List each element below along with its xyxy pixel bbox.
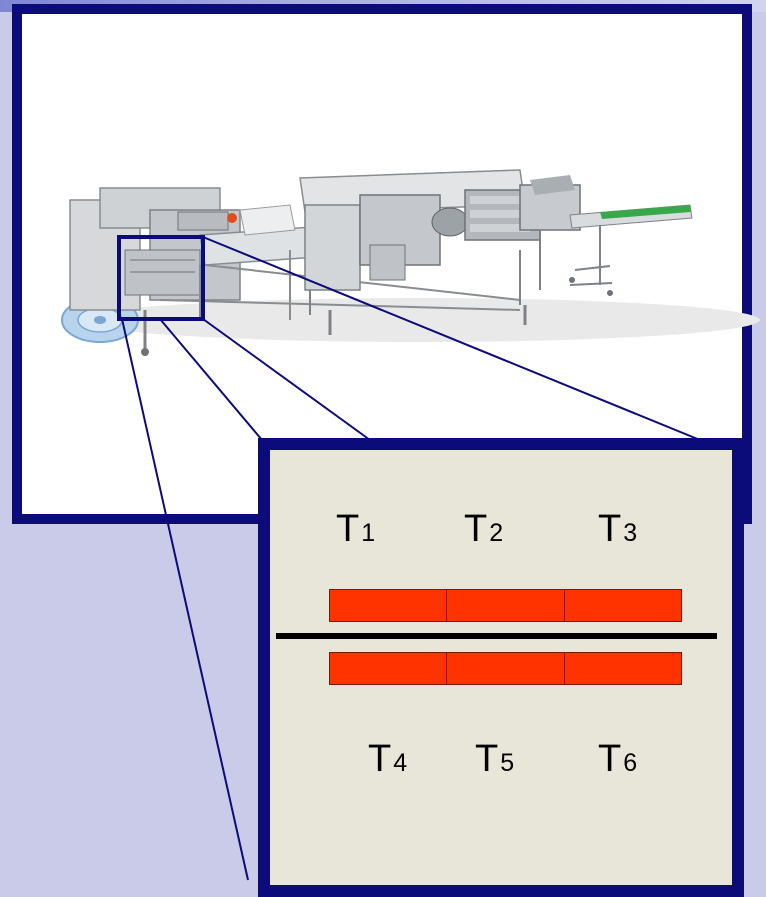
floor-shadow [80,298,760,342]
heater-label-t1: T1 [336,508,376,550]
lower-heater-bar [329,652,682,685]
heater-label-t2: T2 [464,508,504,550]
heater-segment-t6 [564,653,681,684]
callout-lines [121,236,701,881]
heater-segment-t4 [330,653,448,684]
heater-segment-t1 [330,590,448,621]
heater-label-t6: T6 [598,738,638,780]
film-web-line [276,633,717,639]
heater-label-t4: T4 [368,738,408,780]
upper-heater-bar [329,589,682,622]
output-conveyor [569,204,693,296]
sealing-unit [299,169,541,315]
heater-segment-t3 [564,590,681,621]
heater-segment-t2 [447,590,565,621]
heater-segment-t5 [447,653,565,684]
outfeed-module [519,175,581,290]
heater-label-t5: T5 [475,738,515,780]
machine-legs [141,305,527,356]
heater-label-t3: T3 [598,508,638,550]
